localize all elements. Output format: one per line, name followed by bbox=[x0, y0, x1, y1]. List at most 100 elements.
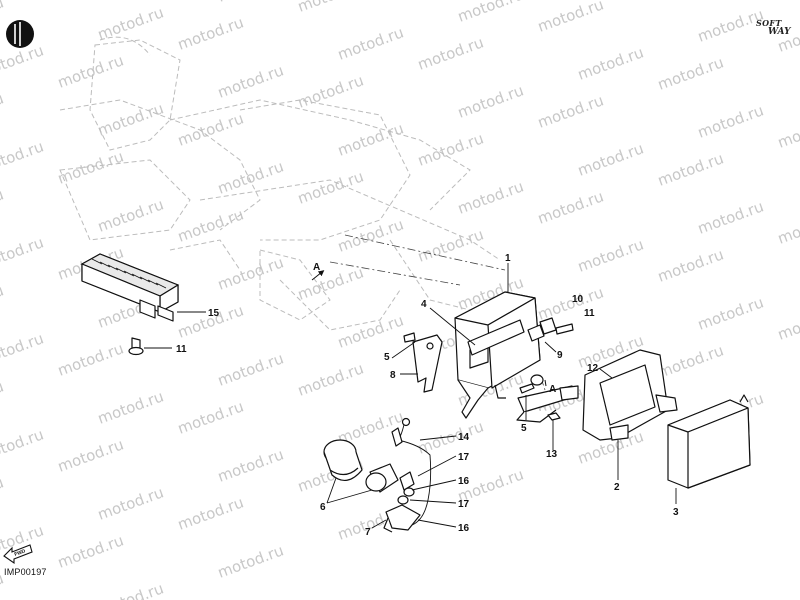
callout-1: 1 bbox=[505, 253, 511, 264]
watermark-text: motod.ru bbox=[175, 493, 246, 533]
ecu-control-unit bbox=[454, 291, 541, 419]
watermark-text: motod.ru bbox=[535, 0, 606, 36]
watermark-text: motod.ru bbox=[415, 129, 486, 169]
watermark-text: motod.ru bbox=[215, 541, 286, 581]
callout-12: 12 bbox=[587, 363, 599, 374]
callout-10: 10 bbox=[572, 294, 584, 305]
watermark-text: motod.ru bbox=[175, 13, 246, 53]
mounting-bracket-13 bbox=[516, 374, 579, 423]
watermark-text: motod.ru bbox=[535, 91, 606, 131]
bolt-11-left bbox=[128, 337, 144, 356]
watermark-text: motod.ru bbox=[295, 0, 366, 16]
watermark-text: motod.ru bbox=[695, 293, 766, 333]
callout-9: 9 bbox=[557, 350, 563, 361]
callout-11a: 11 bbox=[176, 344, 187, 355]
watermark-text: motod.ru bbox=[95, 483, 166, 523]
callout-8: 8 bbox=[390, 370, 396, 381]
watermark-text: motod.ru bbox=[215, 349, 286, 389]
fwd-arrow-icon: FWD bbox=[3, 544, 33, 565]
ecu-rubber-cover bbox=[582, 349, 678, 441]
watermark-text: motod.ru bbox=[95, 579, 166, 600]
watermark-text: motod.ru bbox=[55, 531, 126, 571]
callout-6: 6 bbox=[320, 502, 326, 513]
watermark-text: motod.ru bbox=[95, 195, 166, 235]
voltage-regulator bbox=[80, 253, 180, 322]
bracket-8 bbox=[403, 332, 443, 393]
watermark-text: motod.ru bbox=[695, 197, 766, 237]
watermark-text: motod.ru bbox=[215, 253, 286, 293]
reference-arrows bbox=[311, 270, 547, 387]
watermark-text: motod.ru bbox=[535, 283, 606, 323]
watermark-text: motod.ru bbox=[55, 339, 126, 379]
watermark-text: motod.ru bbox=[95, 3, 166, 43]
watermark-text: motod.ru bbox=[775, 303, 800, 343]
reference-mark-a2: A bbox=[549, 384, 556, 395]
callout-14: 14 bbox=[458, 432, 470, 443]
watermark-text: motod.ru bbox=[175, 397, 246, 437]
watermark-text: motod.ru bbox=[0, 425, 46, 465]
watermark-text: motod.ru bbox=[95, 99, 166, 139]
callout-15: 15 bbox=[208, 308, 220, 319]
watermark-text: motod.ru bbox=[0, 233, 46, 273]
watermark-text: motod.ru bbox=[0, 137, 46, 177]
watermark-text: motod.ru bbox=[775, 111, 800, 151]
watermark-text: motod.ru bbox=[295, 263, 366, 303]
watermark-text: motod.ru bbox=[0, 281, 6, 321]
watermark-text: motod.ru bbox=[215, 0, 286, 6]
watermark-text: motod.ru bbox=[295, 167, 366, 207]
watermark-text: motod.ru bbox=[575, 235, 646, 275]
watermark-text: motod.ru bbox=[695, 101, 766, 141]
wiring-harness bbox=[383, 417, 432, 533]
watermark-text: motod.ru bbox=[55, 147, 126, 187]
watermark-text: motod.ru bbox=[295, 359, 366, 399]
watermark-text: motod.ru bbox=[455, 177, 526, 217]
watermark-text: motod.ru bbox=[775, 207, 800, 247]
watermark-text: motod.ru bbox=[655, 149, 726, 189]
callout-4: 4 bbox=[421, 299, 427, 310]
watermark-text: motod.ru bbox=[175, 109, 246, 149]
watermark-text: motod.ru bbox=[55, 435, 126, 475]
callout-17a: 17 bbox=[458, 452, 470, 463]
callout-16a: 16 bbox=[458, 476, 470, 487]
corner-logo-icon bbox=[6, 20, 34, 48]
watermark-text: motod.ru bbox=[575, 43, 646, 83]
watermark-text: motod.ru bbox=[455, 81, 526, 121]
watermark-text: motod.ru bbox=[55, 51, 126, 91]
watermark-text: motod.ru bbox=[215, 61, 286, 101]
watermark-text: motod.ru bbox=[535, 187, 606, 227]
watermark-text: motod.ru bbox=[575, 139, 646, 179]
leader-lines bbox=[144, 263, 677, 529]
softway-logo: SOFT WAY bbox=[748, 18, 800, 40]
watermark-text: motod.ru bbox=[0, 185, 6, 225]
callout-17b: 17 bbox=[458, 499, 470, 510]
watermark-text: motod.ru bbox=[95, 387, 166, 427]
watermark-text: motod.ru bbox=[175, 205, 246, 245]
brand-line2: WAY bbox=[768, 27, 791, 37]
watermark-text: motod.ru bbox=[655, 53, 726, 93]
callout-2: 2 bbox=[614, 482, 620, 493]
callout-11b: 11 bbox=[584, 308, 595, 319]
watermark-text: motod.ru bbox=[655, 245, 726, 285]
ecu-bracket bbox=[467, 319, 525, 356]
watermark-text: motod.ru bbox=[215, 445, 286, 485]
callout-16b: 16 bbox=[458, 523, 470, 534]
watermark-text: motod.ru bbox=[415, 225, 486, 265]
nut-bolt-10-11 bbox=[527, 317, 574, 342]
callout-3: 3 bbox=[673, 507, 679, 518]
document-code: IMP00197 bbox=[4, 567, 47, 577]
watermark-text: motod.ru bbox=[655, 341, 726, 381]
reference-mark-a1: A bbox=[313, 262, 320, 273]
watermark-text: motod.ru bbox=[335, 23, 406, 63]
motorcycle-frame-outline bbox=[59, 36, 501, 331]
fuse-box bbox=[667, 394, 751, 489]
relay-cylinders bbox=[323, 439, 399, 493]
callout-13: 13 bbox=[546, 449, 558, 460]
watermark-text: motod.ru bbox=[0, 569, 6, 600]
watermark-text: motod.ru bbox=[335, 311, 406, 351]
watermark-text: motod.ru bbox=[0, 377, 6, 417]
brand-line1: SOFT bbox=[756, 18, 782, 28]
callout-7: 7 bbox=[365, 527, 371, 538]
watermark-text: motod.ru bbox=[0, 89, 6, 129]
watermark-text: motod.ru bbox=[455, 0, 526, 26]
